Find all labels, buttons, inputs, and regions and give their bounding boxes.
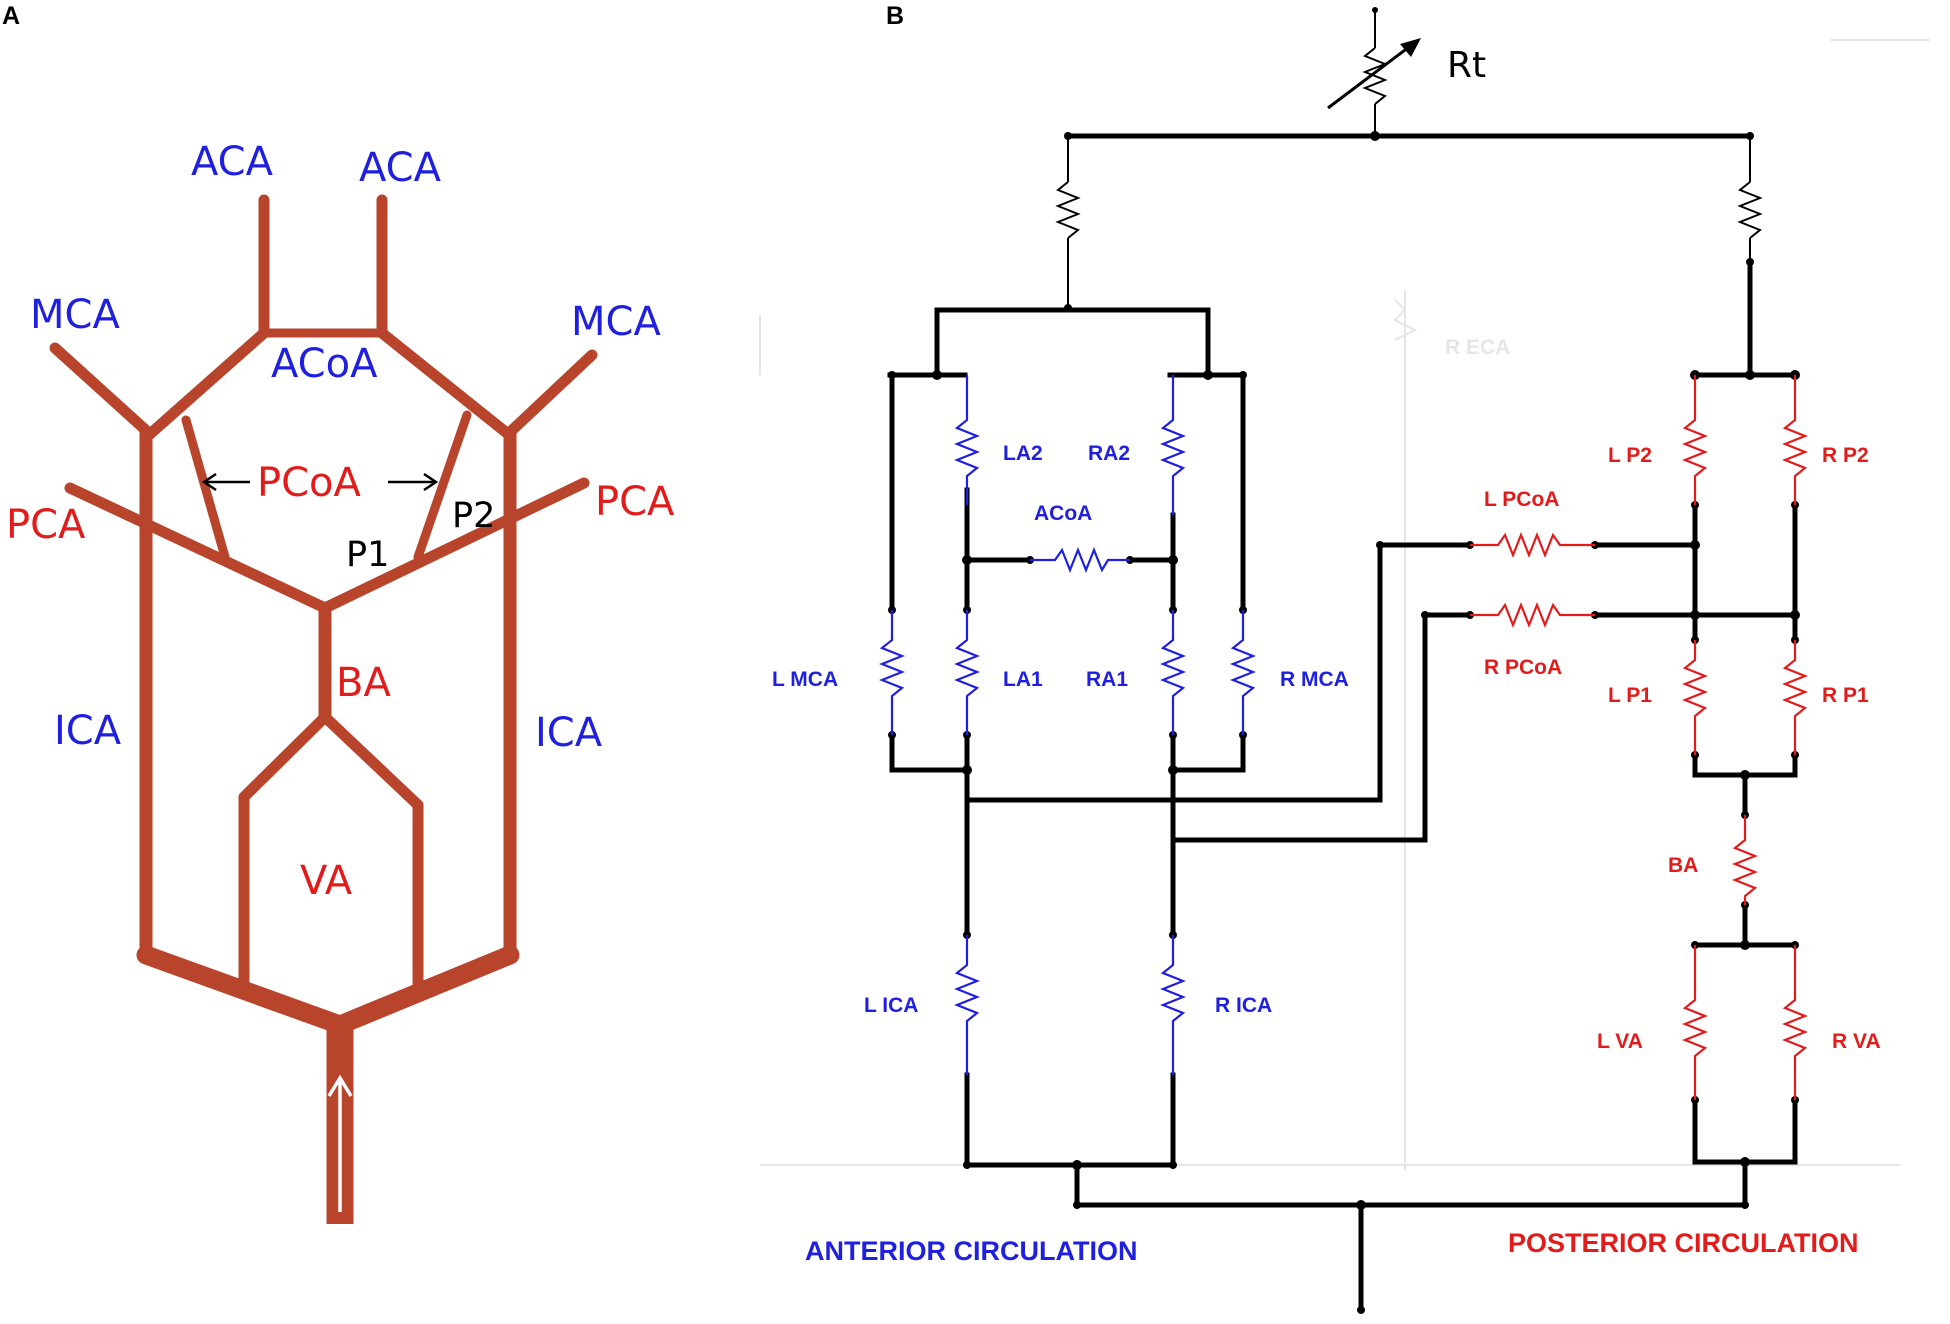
label-rica: R ICA [1215,994,1272,1017]
resistor-ra2 [1160,375,1186,515]
label-acoa-b: ACoA [1034,502,1092,525]
faint-label-reca: R ECA [1445,336,1510,359]
label-pca-left: PCA [6,502,86,548]
label-p2: P2 [452,496,495,536]
mca-right-vessel [502,349,598,440]
flow-arrow-icon [327,1074,353,1212]
panel-b: B R ECA Rt [759,2,1930,1314]
anterior-resistors [879,375,1256,1075]
label-lp2: L P2 [1608,444,1652,467]
variable-arrow [1327,42,1414,110]
resistor-lmca [879,610,905,735]
resistor-ra1 [1160,610,1186,735]
label-la2: LA2 [1003,442,1043,465]
resistor-ba [1732,815,1758,905]
label-p1: P1 [346,535,389,575]
pcoa-right-vessel [413,410,472,562]
panel-b-letter: B [886,2,904,30]
label-lica: L ICA [864,994,918,1017]
label-aca-right: ACA [359,145,442,191]
label-rmca: R MCA [1280,668,1349,691]
resistor-la1 [954,610,980,735]
label-rp1: R P1 [1822,684,1869,707]
a1-right-vessel [376,327,514,440]
label-rva: R VA [1832,1030,1881,1053]
resistor-lpcoa [1470,532,1595,558]
resistor-rp1 [1782,640,1808,755]
label-va: VA [300,858,353,904]
label-ba: BA [336,660,391,706]
label-la1: LA1 [1003,668,1043,691]
panel-a: A [2,2,675,1224]
resistor-rp2 [1782,375,1808,505]
resistor-rva [1782,945,1808,1100]
label-lpcoa: L PCoA [1484,488,1559,511]
posterior-resistors [1470,375,1808,1100]
resistor-lp2 [1682,375,1708,505]
circle-of-willis-arteries [49,194,598,1224]
label-rp2: R P2 [1822,444,1869,467]
resistor-rmca [1230,610,1256,735]
resistor-lva [1682,945,1708,1100]
resistor-rpcoa [1470,602,1595,628]
resistor-acoa [1030,547,1130,573]
caption-posterior-circulation: POSTERIOR CIRCULATION [1508,1228,1859,1258]
background-ghost-lines [759,39,1930,1170]
variable-resistor-rt [1327,7,1421,136]
ica-right-root-vessel [330,945,520,1035]
ica-left-root-vessel [136,945,350,1035]
label-acoa: ACoA [271,341,378,387]
bottom-bus [1072,1160,1749,1314]
label-aca-left: ACA [191,139,274,185]
pca-left-vessel [64,482,331,614]
label-mca-right: MCA [571,299,661,345]
resistor-rica [1160,935,1186,1075]
pca-right-vessel [319,477,590,614]
a1-left-vessel [144,327,270,440]
label-ra1: RA1 [1086,668,1128,691]
mca-left-vessel [49,342,156,440]
va-right-vessel [319,711,424,991]
anterior-circuit [887,307,1428,1169]
top-bus [1055,131,1763,378]
label-rt: Rt [1447,45,1486,86]
resistor-lica [954,935,980,1075]
label-rpcoa: R PCoA [1484,656,1562,679]
label-ra2: RA2 [1088,442,1130,465]
label-pcoa: PCoA [257,460,362,506]
label-ba-b: BA [1668,854,1698,877]
posterior-circuit [1376,370,1800,1208]
label-mca-left: MCA [30,292,120,338]
label-pca-right: PCA [595,479,675,525]
label-ica-left: ICA [54,708,122,754]
label-lmca: L MCA [772,668,838,691]
resistor-lp1 [1682,640,1708,755]
va-left-vessel [238,711,331,991]
label-ica-right: ICA [535,710,603,756]
caption-anterior-circulation: ANTERIOR CIRCULATION [805,1236,1137,1266]
panel-a-letter: A [2,2,20,30]
pcoa-pointer-arrows [201,472,439,492]
pcoa-left-vessel [181,415,230,562]
resistor-la2 [954,375,980,505]
label-lp1: L P1 [1608,684,1652,707]
label-lva: L VA [1597,1030,1643,1053]
